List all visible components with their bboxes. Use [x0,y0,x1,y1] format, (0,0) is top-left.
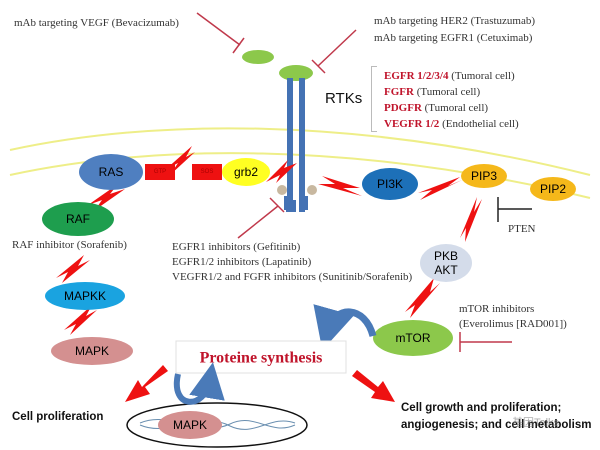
curved-arrow-mapk [173,362,225,405]
mapk-node [51,337,133,365]
inhibitor-pten [497,197,532,222]
rtk-item: PDGFR (Tumoral cell) [384,102,489,114]
pip2-node [530,177,576,201]
mtor-node [373,320,453,356]
bolt-receptor-grb2 [266,160,297,183]
bolt-raf-mapkk [56,255,90,283]
raf-node [42,202,114,236]
pi3k-node [362,168,418,200]
bolt-pkb-mtor [405,278,440,318]
pip2-label: PIP2 [540,182,566,196]
tki-line: EGFR1/2 inhibitors (Lapatinib) [172,256,312,268]
watermark: 基因Talks [512,417,560,429]
mtor-inhibitors-label: mTOR inhibitors (Everolimus [RAD001]) [459,302,567,332]
protein-synthesis-label: Proteine synthesis [200,350,323,367]
grb2-label: grb2 [234,165,258,179]
arrow-to-cell-proliferation [125,365,168,402]
ras-node [79,154,143,190]
curved-arrow-mtor [313,304,377,351]
tki-line: EGFR1 inhibitors (Gefitinib) [172,241,301,253]
tki-line: VEGFR1/2 and FGFR inhibitors (Sunitinib/… [172,271,413,283]
bolt-pip3-pkb [460,197,482,242]
rtks-label: RTKs [325,90,363,107]
inhibitor-her2-egfr-mab [311,29,357,74]
bolt-ras-raf [88,184,125,210]
rtk-item: EGFR 1/2/3/4 (Tumoral cell) [384,70,515,82]
phosphate-right [307,185,317,195]
ligand-vegf [242,50,274,64]
arrow-to-cell-growth [352,370,395,402]
inhibitor-tki [237,197,285,239]
sos-box [192,164,222,180]
rtks-list: EGFR 1/2/3/4 (Tumoral cell) FGFR (Tumora… [384,68,519,132]
grb2-node [222,158,270,186]
ras-label: RAS [99,165,124,179]
rtk-item: VEGFR 1/2 (Endothelial cell) [384,118,519,130]
mtor-label: mTOR [395,331,430,345]
outcome-cell-growth: Cell growth and proliferation; angiogene… [401,400,591,434]
nuclear-mapk-node [158,411,222,439]
nuclear-mapk-label: MAPK [173,418,207,432]
pkb-label: PKB [434,249,458,263]
mapk-label: MAPK [75,344,109,358]
raf-inhibitor-label: RAF inhibitor (Sorafenib) [12,239,127,251]
phosphate-left [277,185,287,195]
outcome-line1: Cell growth and proliferation; [401,402,562,414]
bolt-mapkk-mapk [64,305,97,335]
pten-label: PTEN [508,223,536,235]
inhibitor-vegf-mab [196,12,245,54]
bolt-receptor-pi3k [318,176,362,196]
akt-label: AKT [434,263,458,277]
tki-inhibitors: EGFR1 inhibitors (Gefitinib) EGFR1/2 inh… [172,240,412,285]
gtp-label: GTP [154,169,166,175]
pip3-node [461,164,507,188]
rtk-item: FGFR (Tumoral cell) [384,86,481,98]
pkb-akt-node [420,244,472,282]
bolt-pi3k-pip3 [418,177,462,200]
inhibitor-mtor [459,332,512,352]
gtp-box [145,164,175,180]
membrane-outer [9,127,591,176]
outcome-line2: angiogenesis; and cell metabolism [401,419,592,431]
mapkk-node [45,282,125,310]
pi3k-label: PI3K [377,177,403,191]
egfr1-mab-label: mAb targeting EGFR1 (Cetuximab) [374,32,533,44]
bolt-gtp-sos [165,146,195,175]
mapkk-label: MAPKK [64,289,106,303]
mtor-inhibitors-line1: mTOR inhibitors [459,303,535,315]
raf-label: RAF [66,212,90,226]
sos-label: SOS [201,169,214,175]
outcome-cell-proliferation: Cell proliferation [12,411,104,423]
vegf-mab-label: mAb targeting VEGF (Bevacizumab) [14,17,179,29]
pip3-label: PIP3 [471,169,497,183]
rtks-bracket [371,66,377,132]
her2-mab-label: mAb targeting HER2 (Trastuzumab) [374,15,536,27]
rtk-receptor [277,65,317,212]
mtor-inhibitors-line2: (Everolimus [RAD001]) [459,318,567,330]
